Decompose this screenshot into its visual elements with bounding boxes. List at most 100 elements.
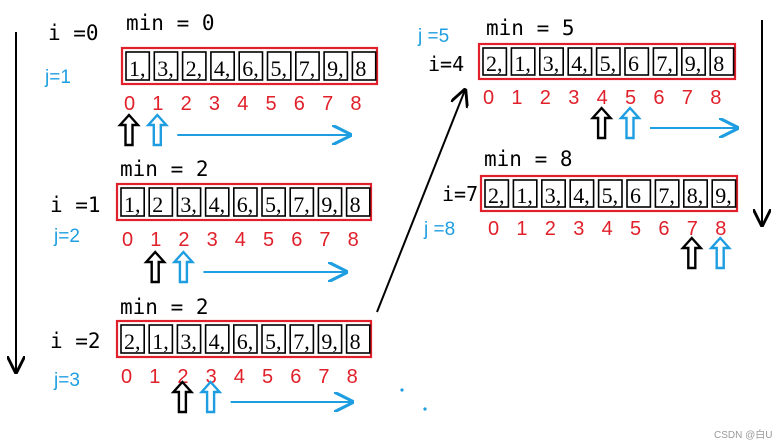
array-cell-value: 4, [571,51,588,76]
ellipsis-dot [423,407,427,411]
array-cell-box [238,51,264,81]
array-cell-box [204,187,230,217]
index-label: 5 [625,87,636,109]
index-label: 2 [178,229,189,251]
min-label: min = 8 [484,147,573,171]
index-label: 0 [122,229,133,251]
array-cell-value: 6, [237,329,254,354]
min-label: min = 5 [486,16,575,40]
ellipsis-dot [400,388,404,392]
array-cell-box [317,324,343,354]
array-cell-value: 4, [573,183,590,208]
array-cell-box [176,324,202,354]
array-cell-value: 2, [124,329,141,354]
array-cell-box [181,51,207,81]
index-label: 8 [348,229,359,251]
index-label: 2 [545,218,556,240]
pointer-arrows [680,236,732,270]
i-pointer-arrow [589,106,614,140]
array-cell-value: 9, [321,192,338,217]
array-cell-value: 3, [157,56,174,81]
j-pointer-arrow [618,106,642,140]
array-cell-box [153,51,179,81]
i-label: i =1 [50,193,101,217]
array-cell-box [510,47,536,76]
i-pointer-arrow [143,250,167,284]
array-cell-box [210,51,235,81]
index-label: 3 [207,229,218,251]
index-label: 0 [488,218,499,240]
watermark: CSDN @白U [714,428,773,441]
index-label: 8 [347,366,358,388]
min-label: min = 0 [126,11,215,35]
array-cell-value: 3, [543,51,560,76]
j-label: j=1 [44,67,71,88]
index-label: 5 [262,366,273,388]
array-cell-box [538,47,564,76]
array-cell-box [654,179,680,208]
index-label: 4 [602,218,613,240]
index-label: 6 [658,218,669,240]
array-cell-box [540,179,566,208]
pointer-arrows [170,380,352,414]
array-cell-box [317,187,343,217]
index-label: 5 [266,93,277,115]
min-label: min = 2 [120,157,209,181]
array-cell-box [351,51,377,81]
index-label: 0 [483,87,494,109]
array-cell-value: 1, [129,56,146,81]
array-cell-box [261,187,287,217]
array-cell-box [597,179,623,208]
i-label: i=4 [428,52,464,76]
j-label: j =8 [423,219,455,240]
index-label: 7 [319,229,330,251]
j-pointer-arrow [171,250,196,284]
index-label: 5 [630,218,641,240]
array-cell-value: 6, [237,192,254,217]
index-label: 7 [322,93,333,115]
array-outer-box [479,174,739,213]
array-cell-value: 8 [355,56,366,81]
i-pointer-arrow [170,380,195,414]
array-cell-value: 4, [214,56,231,81]
array-cell-box [323,51,349,81]
array-cells: 2,1,3,4,6,5,7,9,8 [115,319,373,359]
index-label: 4 [235,229,246,251]
index-label: 7 [687,218,698,240]
array-cell-box [120,324,146,354]
array-cell-value: 7, [656,51,673,76]
index-label: 1 [511,87,522,109]
array-cell-box [626,179,652,208]
array-cell-value: 3, [180,192,197,217]
array-cell-value: 9, [327,56,344,81]
array-cell-value: 7, [293,192,310,217]
array-cell-box [680,47,706,76]
array-cell-box [148,187,174,217]
array-cell-box [294,51,320,81]
array-cell-box [289,324,315,354]
array-cell-box [512,179,538,208]
i-pointer-arrow [117,113,141,147]
array-cell-value: 7, [658,183,675,208]
index-label: 4 [597,87,608,109]
i-label: i=7 [442,182,478,206]
array-cell-value: 2 [152,192,163,217]
array-cell-value: 5, [265,192,282,217]
array-cell-box [682,179,708,208]
array-cell-box [595,47,621,76]
index-label: 6 [653,87,664,109]
index-label: 3 [568,87,579,109]
array-cell-value: 3, [545,183,562,208]
j-label: j =5 [417,26,449,47]
array-cell-box [289,187,315,217]
index-label: 8 [350,93,361,115]
array-cell-value: 5, [265,329,282,354]
index-label: 2 [540,87,551,109]
